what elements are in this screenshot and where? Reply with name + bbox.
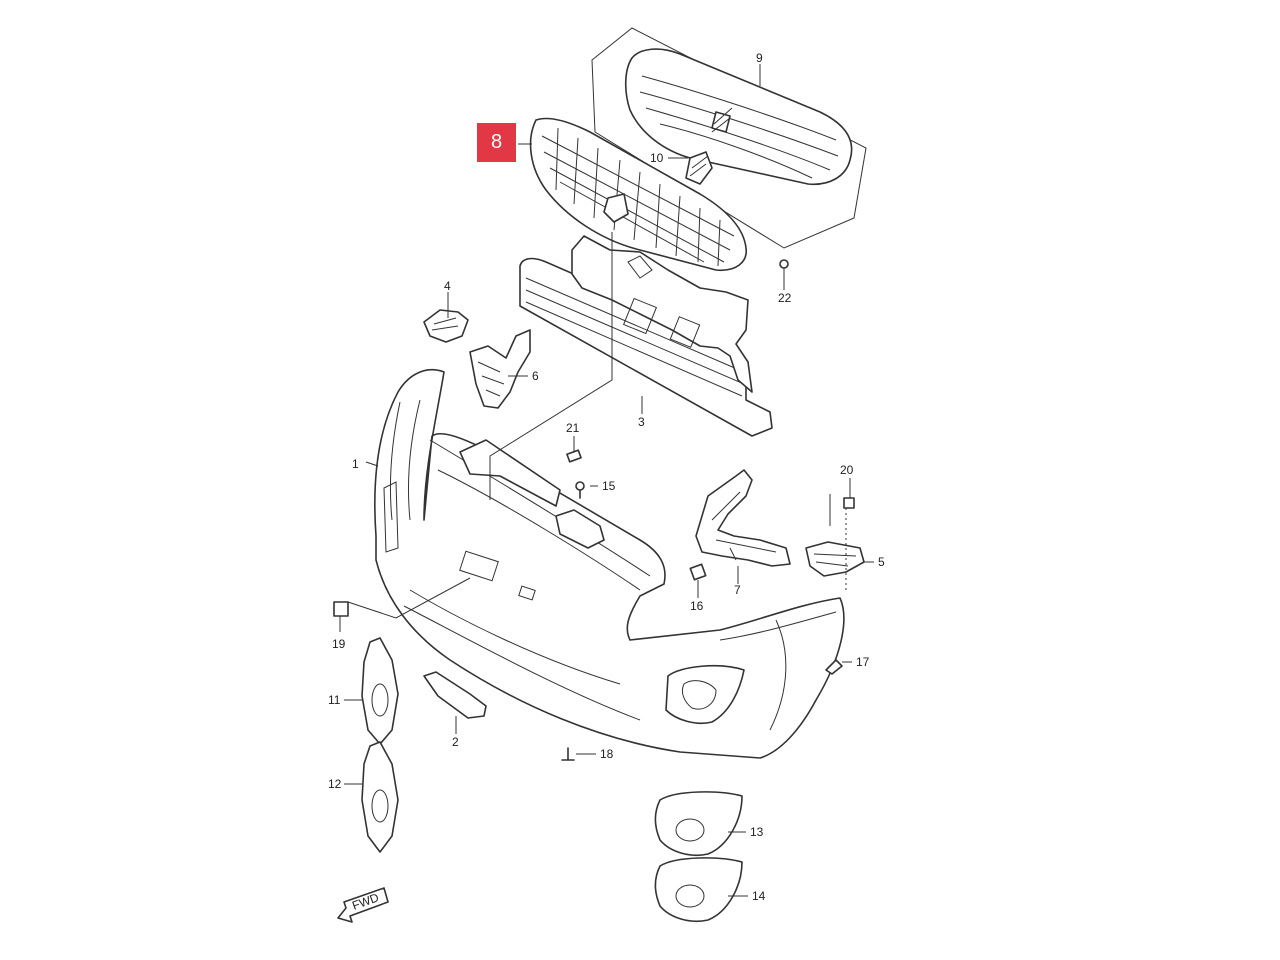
callout-11: 11 — [328, 693, 341, 707]
callout-20: 20 — [840, 463, 854, 477]
fastener-22[interactable] — [779, 259, 789, 269]
callout-4: 4 — [444, 279, 451, 293]
callout-2: 2 — [452, 735, 459, 749]
callout-15: 15 — [602, 479, 616, 493]
fastener-17[interactable] — [825, 659, 843, 675]
fastener-15[interactable] — [575, 481, 585, 499]
fastener-19[interactable] — [333, 601, 349, 617]
fastener-18[interactable] — [561, 747, 575, 761]
callout-22: 22 — [778, 291, 792, 305]
callout-3: 3 — [638, 415, 645, 429]
part-2-trim[interactable] — [423, 671, 487, 719]
leader-lines — [339, 64, 874, 897]
callout-1: 1 — [352, 457, 359, 471]
highlight-callout-8[interactable] — [477, 123, 516, 162]
callout-19: 19 — [332, 637, 346, 651]
callout-17: 17 — [856, 655, 870, 669]
part-10-emblem[interactable] — [685, 151, 713, 185]
part-4-bracket[interactable] — [423, 309, 469, 343]
callout-labels: 1 2 3 4 5 6 7 9 10 11 12 13 14 15 16 17 … — [328, 51, 885, 903]
part-7-side-bracket[interactable] — [695, 469, 791, 567]
callout-14: 14 — [752, 889, 766, 903]
callout-13: 13 — [750, 825, 764, 839]
fastener-16[interactable] — [689, 563, 707, 581]
part-14-fog-cover[interactable] — [654, 857, 743, 922]
part-11-cover[interactable] — [361, 637, 399, 745]
fastener-20[interactable] — [843, 497, 855, 509]
callout-18: 18 — [600, 747, 614, 761]
fastener-21[interactable] — [566, 449, 582, 463]
part-5-bracket[interactable] — [805, 541, 865, 577]
fwd-arrow: FWD — [337, 887, 389, 923]
part-1-front-bumper[interactable] — [374, 368, 845, 759]
part-3-grille-frame[interactable] — [519, 235, 773, 437]
callout-7: 7 — [734, 583, 741, 597]
callout-12: 12 — [328, 777, 342, 791]
callout-6: 6 — [532, 369, 539, 383]
highlight-label: 8 — [490, 131, 503, 153]
callout-9: 9 — [756, 51, 763, 65]
part-6-side-bracket[interactable] — [469, 329, 531, 409]
callout-5: 5 — [878, 555, 885, 569]
callout-16: 16 — [690, 599, 704, 613]
part-8-grille[interactable] — [529, 117, 747, 272]
callout-21: 21 — [566, 421, 580, 435]
callout-10: 10 — [650, 151, 664, 165]
part-9-upper-grille[interactable] — [591, 27, 867, 249]
part-13-fog-cover[interactable] — [654, 791, 743, 856]
part-12-cover[interactable] — [361, 741, 399, 853]
